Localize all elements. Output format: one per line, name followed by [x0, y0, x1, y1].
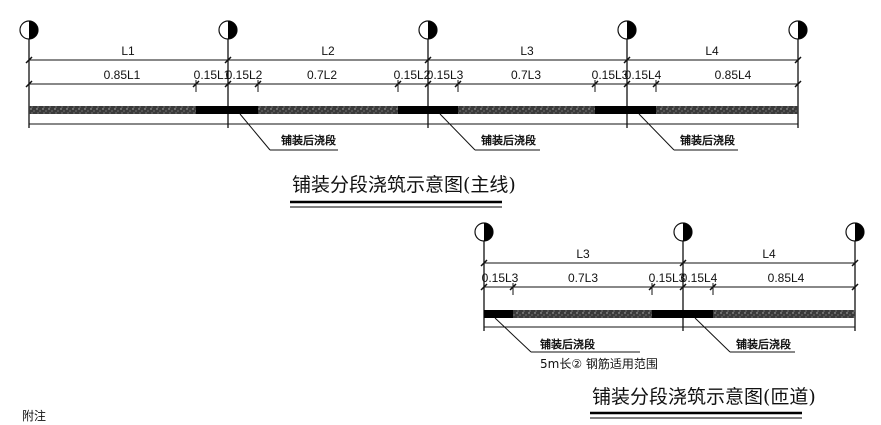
ramp-segment-label: 0.85L4 [768, 271, 805, 285]
main-diagram-title: 铺装分段浇筑示意图(主线) [292, 174, 516, 196]
axis-half-fill-icon [29, 21, 38, 39]
main-segment-label: 0.7L3 [511, 68, 541, 82]
main-slab-cast-section-1 [29, 106, 196, 114]
main-callout-3: 铺装后浇段 [638, 113, 738, 151]
ramp-callout-2: 铺装后浇段 [694, 317, 795, 353]
ramp-post-cast-strip-2 [652, 310, 713, 318]
ramp-axis-markers [474, 222, 865, 331]
main-callout-label: 铺装后浇段 [680, 133, 735, 147]
ramp-segment-tick-slash [648, 283, 656, 291]
main-diagram: L1 L2 L3 L4 0.85L1 0.15L1 0.15L2 0.7L2 0… [19, 20, 808, 208]
main-segment-label: 0.15L3 [592, 68, 629, 82]
ramp-span-label-l4: L4 [762, 247, 776, 261]
ramp-callout-label: 铺装后浇段 [540, 337, 595, 351]
ramp-segment-tick-slash [709, 283, 717, 291]
main-segment-label: 0.7L2 [307, 68, 337, 82]
main-span-label-l2: L2 [321, 44, 335, 58]
axis-half-fill-icon [428, 21, 437, 39]
main-span-label-l4: L4 [705, 44, 719, 58]
main-segment-tick-slash [254, 80, 262, 88]
main-post-cast-strip-3 [595, 106, 656, 114]
ramp-axis-marker [673, 222, 693, 331]
ramp-segment-label: 0.15L4 [681, 271, 718, 285]
ramp-segment-label: 0.15L3 [649, 271, 686, 285]
main-callout-label: 铺装后浇段 [481, 133, 536, 147]
axis-half-fill-icon [683, 223, 692, 241]
main-post-cast-strip-1 [196, 106, 258, 114]
axis-half-fill-icon [484, 223, 493, 241]
axis-half-fill-icon [627, 21, 636, 39]
main-slab-cast-section-3 [458, 106, 595, 114]
main-slab-cast-section-4 [656, 106, 798, 114]
main-span-label-l3: L3 [520, 44, 534, 58]
main-segment-ticks [192, 80, 660, 92]
main-segment-tick-slash [591, 80, 599, 88]
ramp-callout-1: 铺装后浇段 5m长② 钢筋适用范围 [494, 317, 658, 371]
footer-note: 附注 [22, 408, 46, 423]
ramp-slab-cast-section-2 [713, 310, 855, 318]
ramp-diagram: L3 L4 0.15L3 0.7L3 0.15L3 0.15L4 0.85L4 … [474, 222, 865, 419]
ramp-diagram-title: 铺装分段浇筑示意图(匝道) [592, 386, 816, 408]
axis-half-fill-icon [228, 21, 237, 39]
ramp-axis-marker [845, 222, 865, 331]
main-callout-2: 铺装后浇段 [439, 113, 540, 151]
main-segment-tick-slash [192, 80, 200, 88]
ramp-post-cast-strip-1 [484, 310, 513, 318]
ramp-callout-label: 铺装后浇段 [736, 337, 791, 351]
ramp-segment-label: 0.7L3 [568, 271, 598, 285]
axis-half-fill-icon [855, 223, 864, 241]
main-segment-label: 0.15L3 [427, 68, 464, 82]
main-callout-1: 铺装后浇段 [239, 113, 338, 151]
ramp-slab-cast-section-1 [513, 310, 652, 318]
main-span-label-l1: L1 [121, 44, 135, 58]
main-post-cast-strip-2 [398, 106, 458, 114]
main-slab-cast-section-2 [258, 106, 398, 114]
main-segment-label: 0.15L1 [194, 68, 231, 82]
main-segment-tick-slash [652, 80, 660, 88]
main-segment-label: 0.15L2 [226, 68, 263, 82]
main-segment-tick-slash [454, 80, 462, 88]
main-segment-label: 0.15L2 [394, 68, 431, 82]
main-callout-label: 铺装后浇段 [281, 133, 336, 147]
rebar-range-note: 5m长② 钢筋适用范围 [540, 356, 658, 371]
main-segment-label: 0.85L1 [104, 68, 141, 82]
ramp-segment-ticks [509, 283, 717, 295]
main-segment-label: 0.85L4 [715, 68, 752, 82]
ramp-axis-marker [474, 222, 494, 331]
ramp-span-label-l3: L3 [576, 247, 590, 261]
main-segment-tick-slash [394, 80, 402, 88]
ramp-segment-tick-slash [509, 283, 517, 291]
main-segment-label: 0.15L4 [625, 68, 662, 82]
ramp-segment-label: 0.15L3 [482, 271, 519, 285]
axis-half-fill-icon [798, 21, 807, 39]
